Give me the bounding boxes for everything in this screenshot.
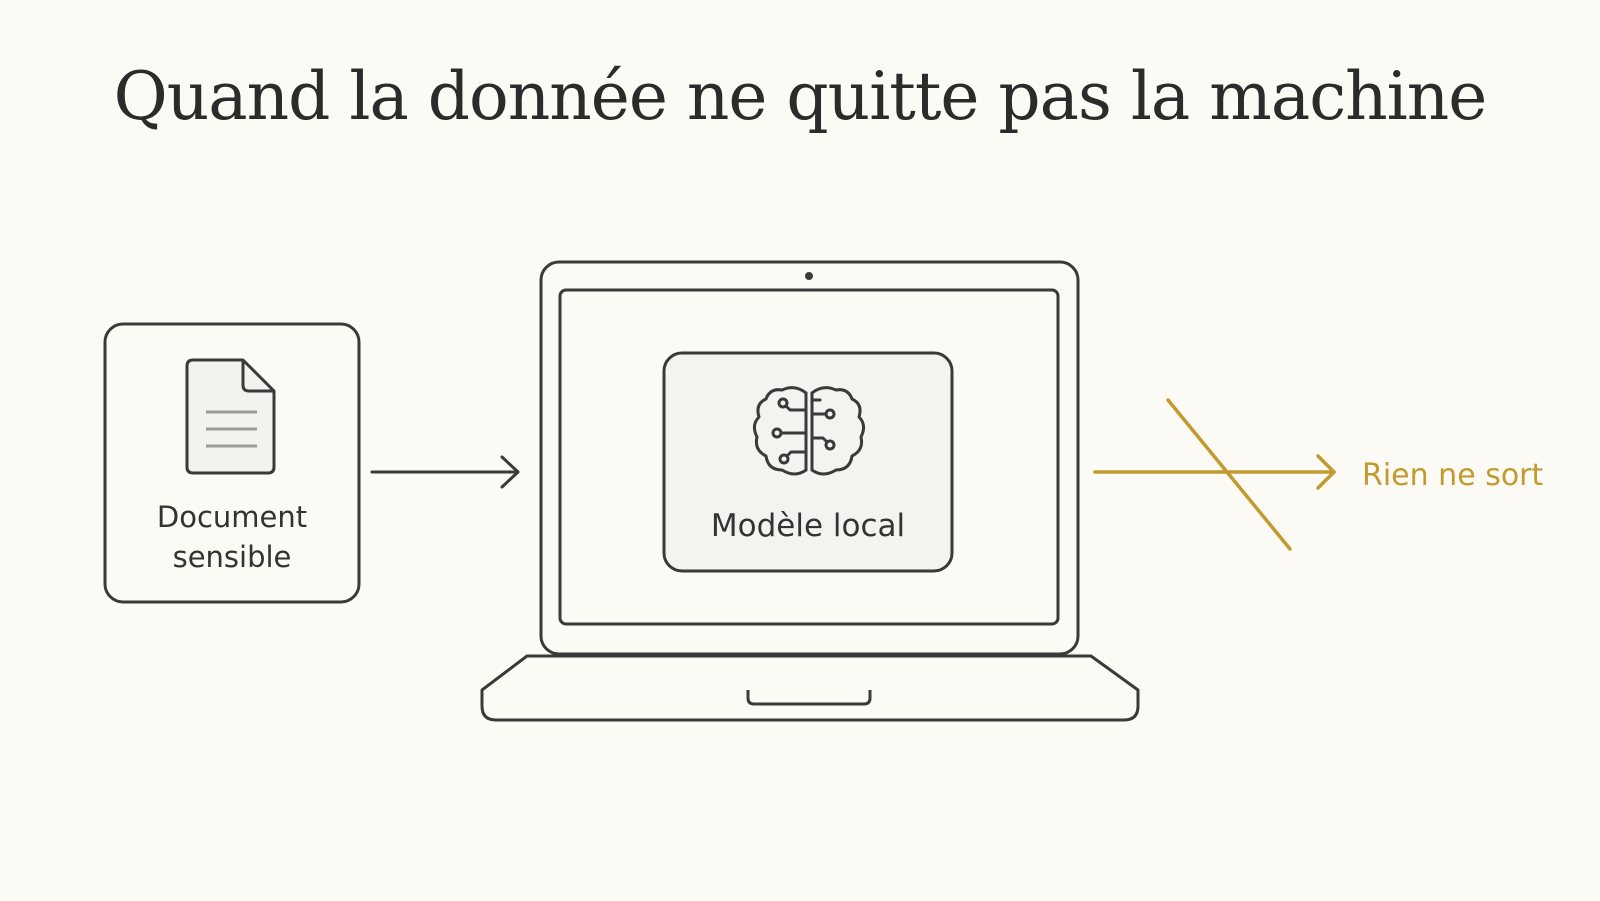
document-label-line1: Document [156,500,308,534]
document-icon [185,358,276,475]
output-label: Rien ne sort [1362,458,1544,493]
document-label-line2: sensible [172,540,292,574]
page-title: Quand la donnée ne quitte pas la machine [113,58,1488,135]
laptop-base [480,654,1140,722]
webcam [805,272,813,280]
model-card [662,351,954,573]
blocked-output-arrow [1093,398,1336,551]
model-label: Modèle local [710,508,906,544]
input-arrow [370,455,520,489]
document-label: Document sensible [105,497,359,577]
brain-circuit-icon [752,386,866,476]
laptop-notch [746,690,872,706]
document-card [103,322,361,604]
cross-line [1166,398,1292,551]
